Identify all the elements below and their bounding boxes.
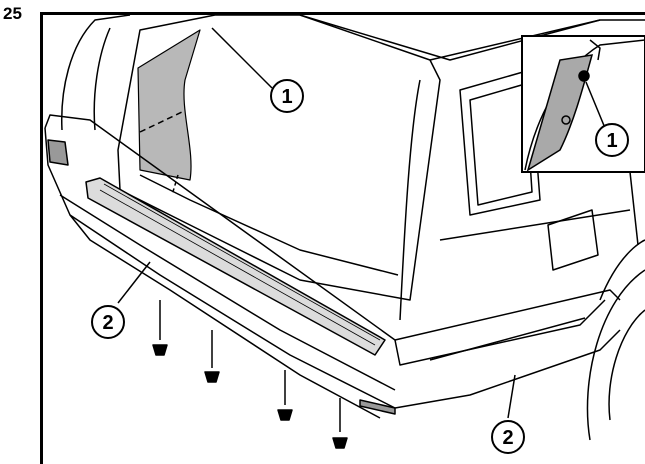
leader-1 (211, 27, 273, 89)
right-side-panel (439, 209, 631, 241)
trim-panel-dash2 (171, 174, 179, 196)
left-pillar (61, 15, 131, 131)
screw-3 (277, 370, 293, 421)
callout-2-right-label: 2 (502, 427, 513, 449)
cargo-floor-edge (139, 174, 399, 276)
screw-4 (332, 398, 348, 449)
left-pillar-inner (93, 27, 111, 131)
callout-1-main-label: 1 (281, 86, 292, 108)
bumper-right-line (429, 317, 586, 361)
bumper-lip (59, 194, 396, 391)
reflector-bottom (359, 399, 396, 415)
tailgate-opening (117, 15, 441, 301)
screw-1 (152, 300, 168, 356)
leader-2-right (507, 374, 516, 419)
bumper-face (44, 127, 621, 409)
roof-right (299, 15, 601, 61)
fuel-door (547, 209, 599, 271)
callout-2-left-label: 2 (102, 312, 113, 334)
trim-panel-dash (139, 111, 183, 133)
rear-right-body (429, 19, 645, 61)
leader-2-left (117, 261, 151, 304)
callout-1-main: 1 (270, 79, 304, 113)
callout-2-left: 2 (91, 305, 125, 339)
callout-1-detail-label: 1 (606, 130, 617, 152)
screw-2 (204, 330, 220, 383)
bumper-right-face (394, 299, 606, 366)
bumper-lower (69, 214, 381, 419)
wheel-rim (608, 309, 645, 421)
illustration-frame (40, 12, 645, 464)
step-plate-ribs (99, 183, 381, 346)
wheel-outer (586, 269, 645, 441)
right-quarter (399, 79, 421, 321)
callout-1-detail: 1 (595, 123, 629, 157)
wheel-arch (599, 239, 645, 301)
step-number: 25 (3, 4, 22, 23)
bumper-top (44, 114, 621, 341)
trim-panel-shaded (137, 29, 201, 181)
inset-leader (629, 171, 639, 246)
right-window-inner (469, 83, 533, 206)
reflector-left (47, 139, 69, 166)
right-window (459, 69, 541, 216)
callout-2-right: 2 (491, 420, 525, 454)
detail-inset (521, 35, 645, 173)
